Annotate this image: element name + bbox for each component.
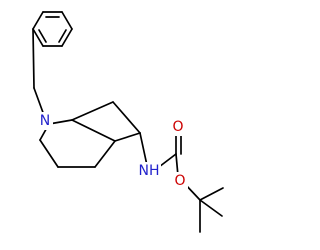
tert-butyl-group <box>199 187 224 233</box>
molecule-structure: N NH O O <box>32 11 224 233</box>
benzyl-linker <box>32 28 46 119</box>
benzene-ring <box>32 11 73 47</box>
svg-text:O: O <box>174 173 185 189</box>
svg-text:O: O <box>172 119 183 135</box>
carbamate-group <box>154 135 201 201</box>
carbonyl-oxygen-label: O <box>170 118 186 136</box>
bicyclic-cage <box>39 101 141 168</box>
ester-oxygen-label: O <box>172 172 188 190</box>
amine-nitrogen-label: N <box>37 112 53 130</box>
carbamate-nitrogen-label: NH <box>137 162 161 180</box>
svg-text:N: N <box>40 113 50 129</box>
svg-text:NH: NH <box>139 163 160 179</box>
